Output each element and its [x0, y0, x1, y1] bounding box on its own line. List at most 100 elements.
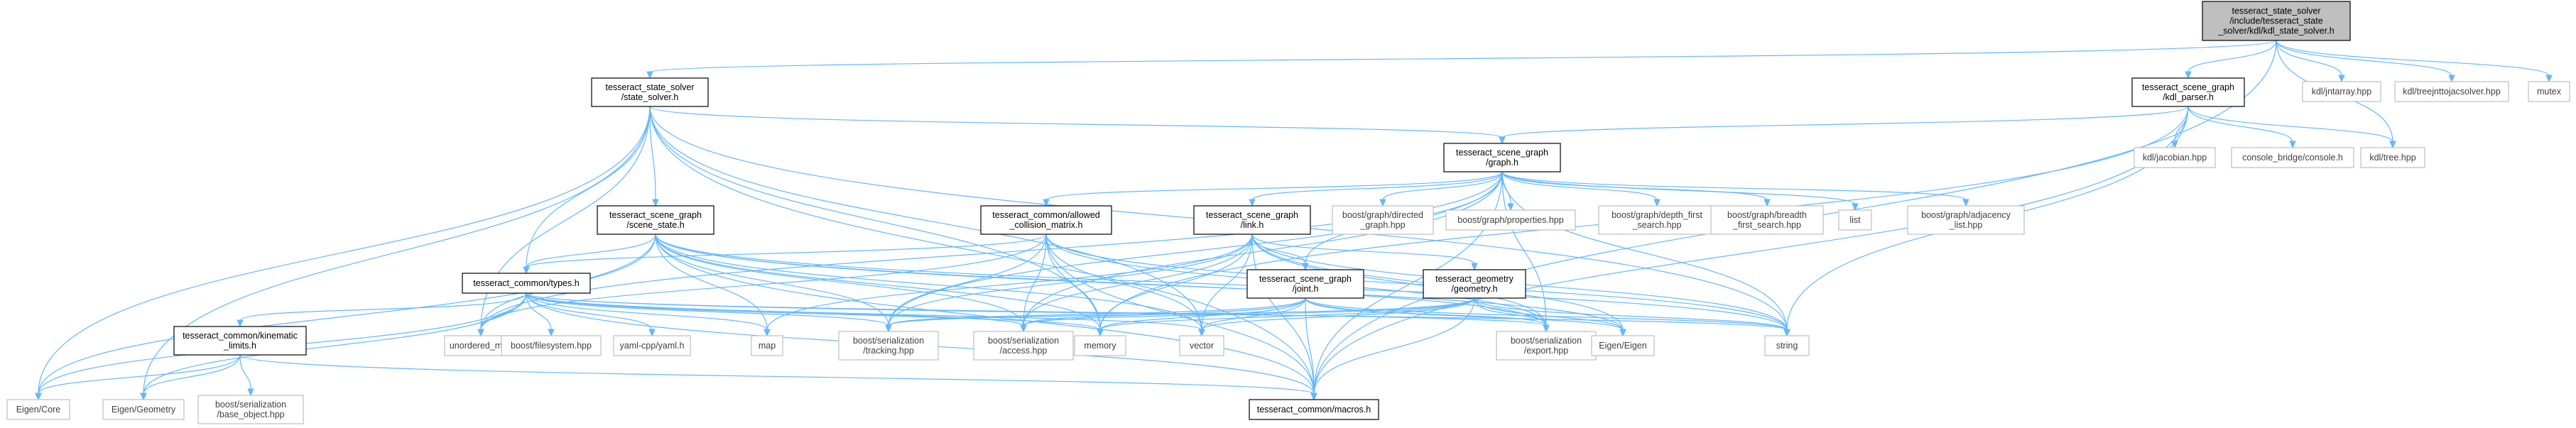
node-label: memory	[1084, 341, 1116, 351]
dependency-edge-geometry-to-access	[1020, 297, 1475, 333]
node-filesystem: boost/filesystem.hpp	[501, 335, 602, 356]
node-jntarray: kdl/jntarray.hpp	[2302, 81, 2381, 102]
node-memory: memory	[1074, 335, 1126, 356]
dependency-edge-kdl_parser-to-console	[2188, 106, 2296, 149]
node-kdl-parser[interactable]: tesseract_scene_graph/kdl_parser.h	[2131, 77, 2245, 107]
node-eigen-eigen: Eigen/Eigen	[1591, 335, 1655, 356]
node-label: tesseract_common/kinematic	[183, 331, 298, 341]
node-breadth-first: boost/graph/breadth_first_search.hpp	[1710, 205, 1824, 235]
node-label: /base_object.hpp	[217, 410, 284, 419]
node-treejnttojacsolver: kdl/treejnttojacsolver.hpp	[2394, 81, 2509, 102]
node-label: boost/serialization	[1511, 336, 1582, 346]
dependency-edge-geometry-to-string	[1474, 297, 1790, 337]
node-label: /export.hpp	[1524, 346, 1569, 356]
dependency-edge-kdl_state_solver-to-jntarray	[2276, 40, 2345, 83]
dependency-edge-kdl_parser-to-graph	[1499, 106, 2189, 145]
node-kdl-state-solver[interactable]: tesseract_state_solver/include/tesseract…	[2202, 1, 2351, 41]
node-jacobian: kdl/jacobian.hpp	[2134, 147, 2216, 168]
node-link[interactable]: tesseract_scene_graph/link.h	[1193, 205, 1311, 235]
node-label: tesseract_common/types.h	[473, 278, 579, 288]
dependency-edge-geometry-to-tracking	[885, 297, 1475, 333]
node-label: /geometry.h	[1451, 284, 1497, 294]
node-yaml: yaml-cpp/yaml.h	[613, 335, 691, 356]
node-label: /kdl_parser.h	[2163, 92, 2214, 102]
node-label: _limits.h	[223, 341, 256, 351]
dependency-edge-graph-to-depth_first	[1501, 171, 1661, 207]
dependency-edge-graph-to-adjacency_list	[1501, 171, 1969, 207]
node-label: map	[759, 341, 776, 351]
node-label: tesseract_state_solver	[2232, 6, 2320, 16]
dependency-edge-joint-to-vector	[1198, 297, 1306, 337]
dependency-edge-graph-to-directed_graph	[1379, 171, 1503, 207]
node-label: _graph.hpp	[1359, 220, 1405, 230]
node-label: /access.hpp	[1000, 346, 1048, 356]
node-joint[interactable]: tesseract_scene_graph/joint.h	[1246, 269, 1364, 299]
node-label: tesseract_common/allowed	[992, 210, 1100, 220]
node-label: list	[1849, 215, 1861, 225]
node-label: vector	[1190, 341, 1214, 351]
node-label: string	[1776, 341, 1798, 351]
dependency-edge-state_solver-to-graph	[649, 106, 1506, 145]
node-label: boost/graph/breadth	[1727, 210, 1807, 220]
node-label: Eigen/Eigen	[1599, 341, 1646, 351]
dependency-edge-kdl_state_solver-to-state_solver	[646, 40, 2277, 79]
node-depth-first: boost/graph/depth_first_search.hpp	[1598, 205, 1716, 235]
node-macros[interactable]: tesseract_common/macros.h	[1249, 399, 1379, 420]
dependency-edge-graph-to-list	[1501, 171, 1859, 212]
node-types[interactable]: tesseract_common/types.h	[462, 273, 591, 294]
node-label: Eigen/Core	[16, 405, 61, 415]
node-label: boost/filesystem.hpp	[511, 341, 592, 351]
dependency-edge-link-to-geometry	[1251, 234, 1478, 271]
node-label: unordered_map	[450, 341, 512, 351]
dependency-edges	[35, 40, 2553, 401]
node-directed-graph: boost/graph/directed_graph.hpp	[1332, 205, 1434, 235]
node-label: _first_search.hpp	[1732, 220, 1801, 230]
node-label: tesseract_scene_graph	[1259, 274, 1352, 284]
node-label: /graph.h	[1486, 158, 1518, 168]
node-label: console_bridge/console.h	[2242, 153, 2343, 163]
node-adjacency-list: boost/graph/adjacency_list.hpp	[1907, 205, 2025, 235]
dependency-edge-kdl_state_solver-to-kdl_parser	[2185, 40, 2277, 79]
node-label: boost/serialization	[853, 336, 924, 346]
node-label: /include/tesseract_state	[2229, 16, 2322, 26]
node-label: /joint.h	[1293, 284, 1319, 294]
node-label: _collision_matrix.h	[1009, 220, 1083, 230]
node-state-solver[interactable]: tesseract_state_solver/state_solver.h	[591, 77, 709, 107]
node-label: /scene_state.h	[626, 220, 684, 230]
dependency-edge-kinematic_limits-to-macros	[239, 354, 1317, 401]
node-allowed-collision[interactable]: tesseract_common/allowed_collision_matri…	[980, 205, 1112, 235]
node-label: /state_solver.h	[621, 92, 679, 102]
dependency-edge-kdl_parser-to-macros	[1310, 106, 2189, 401]
node-label: mutex	[2537, 87, 2562, 97]
node-properties: boost/graph/properties.hpp	[1445, 209, 1576, 231]
node-label: tesseract_state_solver	[605, 82, 694, 92]
dependency-edge-types-to-filesystem	[526, 292, 555, 337]
dependency-edge-types-to-map	[526, 292, 771, 337]
dependency-edge-kdl_parser-to-jacobian	[2171, 106, 2189, 149]
node-eigen-core: Eigen/Core	[6, 399, 70, 420]
dependency-nodes: tesseract_state_solver/include/tesseract…	[6, 1, 2570, 424]
node-label: tesseract_scene_graph	[1456, 148, 1548, 158]
node-geometry[interactable]: tesseract_geometry/geometry.h	[1423, 269, 1526, 299]
node-label: kdl/jntarray.hpp	[2312, 87, 2372, 97]
node-label: _list.hpp	[1949, 220, 1983, 230]
dependency-edge-geometry-to-vector	[1198, 297, 1475, 337]
dependency-edge-geometry-to-eigen_eigen	[1474, 297, 1626, 337]
node-label: boost/graph/properties.hpp	[1457, 215, 1563, 225]
node-label: kdl/jacobian.hpp	[2143, 153, 2207, 163]
dependency-edge-kinematic_limits-to-base_object	[239, 354, 254, 397]
dependency-edge-scene_state-to-eigen_core	[35, 234, 656, 401]
dependency-edge-state_solver-to-scene_state	[649, 106, 659, 207]
node-list: list	[1838, 209, 1872, 231]
node-graph[interactable]: tesseract_scene_graph/graph.h	[1443, 143, 1561, 172]
dependency-edge-types-to-kinematic_limits	[237, 292, 527, 328]
node-map: map	[751, 335, 783, 356]
node-label: boost/serialization	[988, 336, 1059, 346]
dependency-edge-scene_state-to-types	[523, 234, 656, 275]
node-mutex: mutex	[2528, 81, 2570, 102]
node-scene-state[interactable]: tesseract_scene_graph/scene_state.h	[597, 205, 714, 235]
node-kinematic-limits[interactable]: tesseract_common/kinematic_limits.h	[173, 326, 307, 356]
dependency-edge-scene_state-to-memory	[655, 234, 1104, 337]
node-label: kdl/tree.hpp	[2369, 153, 2415, 163]
